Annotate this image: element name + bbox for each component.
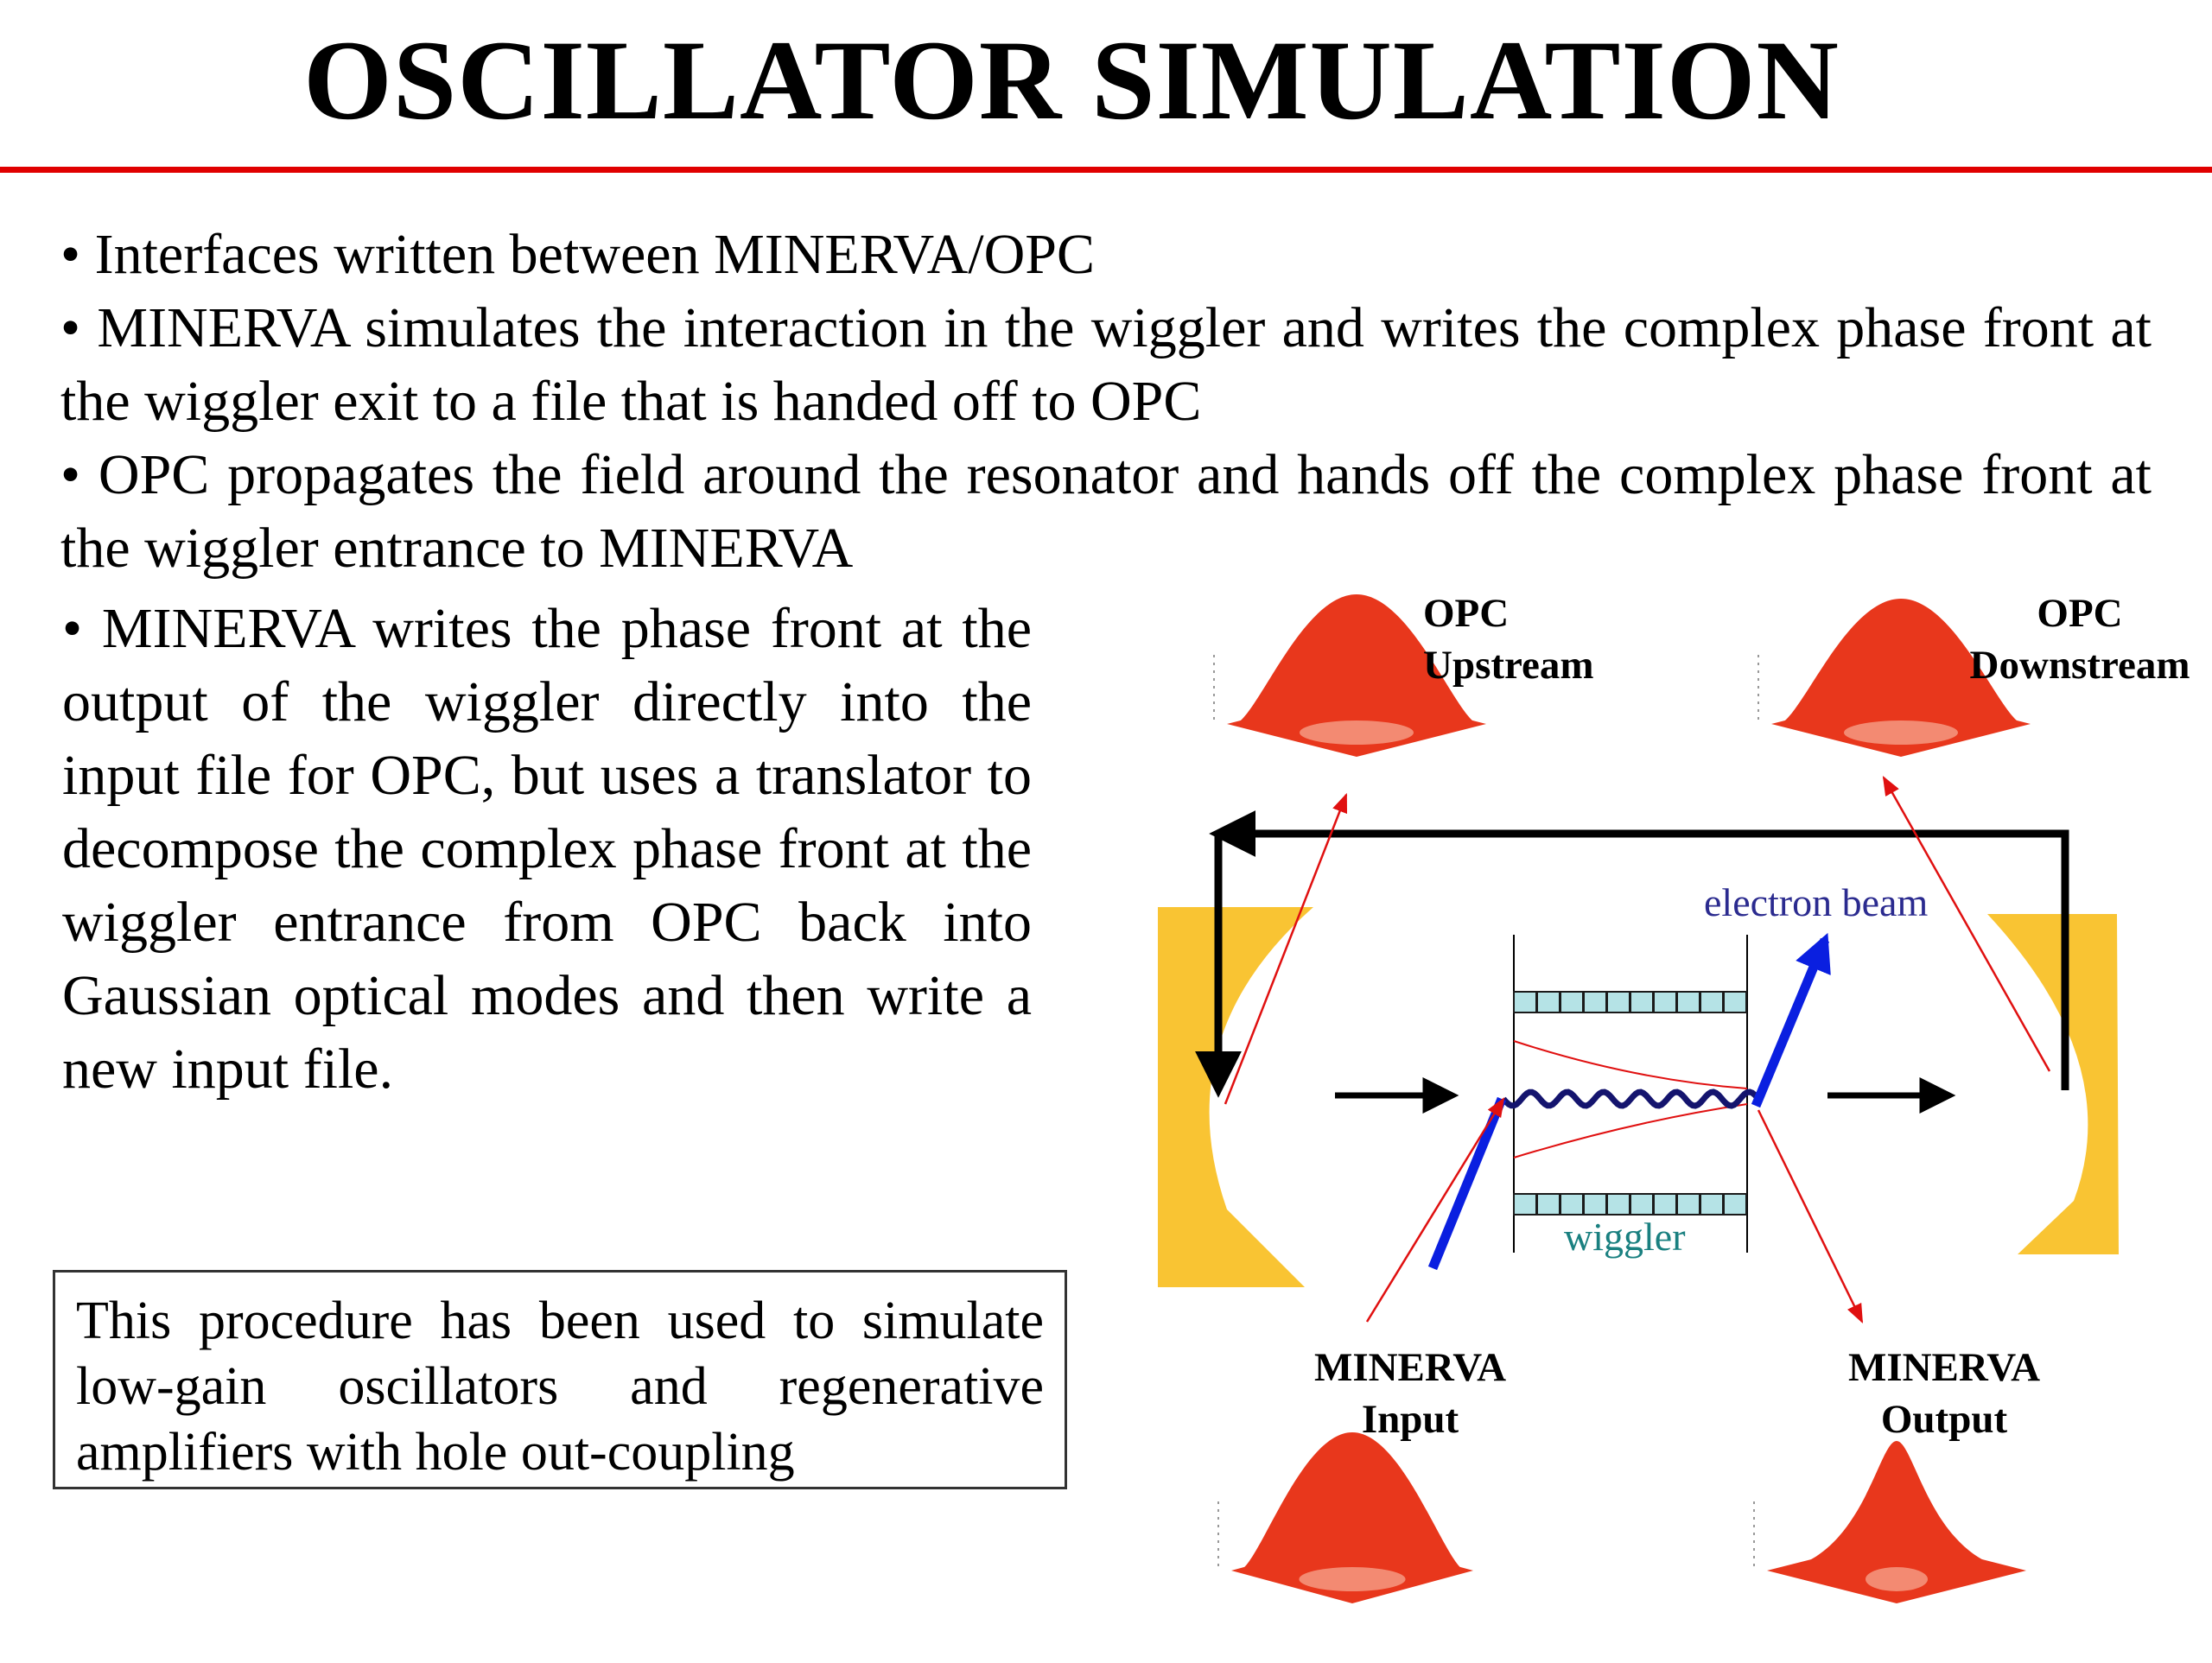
oscillator-diagram-svg [1158,594,2119,1603]
plot-opc-downstream [1758,599,2031,757]
left-mirror [1158,907,1313,1287]
arrow-to-opc-upstream [1224,792,1348,1105]
plot-minerva-output [1753,1441,2026,1603]
oscillator-diagram: OPC Upstream OPC Downstream MINERVA Inpu… [1123,570,2212,1659]
label-opc-downstream-line2: Downstream [1969,643,2190,688]
mode-envelope-top [1513,1040,1748,1089]
wiggler-magnet [1630,991,1654,1013]
label-opc-upstream: OPC Upstream [1423,587,1594,691]
electron-beam-out [1751,932,1831,1108]
arrow-minerva-input [1365,1097,1505,1323]
bullet-item: • Interfaces written between MINERVA/OPC [60,223,1095,286]
plot-opc-upstream [1213,594,1486,757]
label-minerva-input-line2: Input [1361,1397,1459,1442]
label-opc-upstream-line1: OPC [1423,591,1510,636]
wiggler-magnet [1513,1193,1537,1216]
note-box: This procedure has been used to simulate… [53,1270,1067,1489]
wiggler-magnet [1583,991,1607,1013]
wiggler-magnet [1676,991,1700,1013]
electron-beam-in [1427,1096,1507,1271]
wiggler-magnet [1606,1193,1630,1216]
label-minerva-output-line1: MINERVA [1847,1345,2041,1390]
wiggler-magnets-top [1513,991,1747,1013]
feedback-path [1218,829,2069,1090]
label-minerva-input: MINERVA Input [1306,1342,1514,1445]
page-title: OSCILLATOR SIMULATION [303,16,1840,143]
wiggler-magnet [1536,991,1560,1013]
bullet-item-translator: • MINERVA writes the phase front at the … [62,597,1032,1101]
wiggler-magnet [1606,991,1630,1013]
mode-envelope-bottom [1513,1103,1748,1158]
label-electron-beam: electron beam [1704,880,1929,924]
electron-trajectory [1501,1089,1760,1109]
wiggler-magnet [1653,991,1677,1013]
title-underline [0,167,2212,173]
wiggler-magnet [1560,991,1584,1013]
wiggler-magnet [1723,1193,1747,1216]
arrow-from-opc-downstream [1882,776,2051,1072]
label-minerva-input-line1: MINERVA [1313,1345,1507,1390]
label-minerva-output-line2: Output [1880,1397,2008,1442]
wiggler-magnets-bottom [1513,1193,1747,1216]
label-opc-downstream-line1: OPC [2037,591,2123,636]
label-opc-downstream: OPC Downstream [1955,587,2205,691]
arrow-minerva-output [1757,1109,1864,1324]
label-opc-upstream-line2: Upstream [1423,643,1594,688]
wiggler-magnet [1700,1193,1724,1216]
wiggler-magnet [1723,991,1747,1013]
label-minerva-output: MINERVA Output [1840,1342,2048,1445]
wiggler-magnet [1583,1193,1607,1216]
bullet-item: • MINERVA simulates the interaction in t… [60,296,2152,433]
wiggler-magnet [1513,991,1537,1013]
bullet-list: • Interfaces written between MINERVA/OPC… [60,218,2152,585]
bullet-item: • OPC propagates the field around the re… [60,443,2152,580]
wiggler-magnet [1536,1193,1560,1216]
label-wiggler: wiggler [1564,1215,1686,1259]
wiggler-magnet [1560,1193,1584,1216]
right-mirror [1987,914,2119,1254]
plot-minerva-input [1217,1432,1473,1603]
wiggler-magnet [1700,991,1724,1013]
